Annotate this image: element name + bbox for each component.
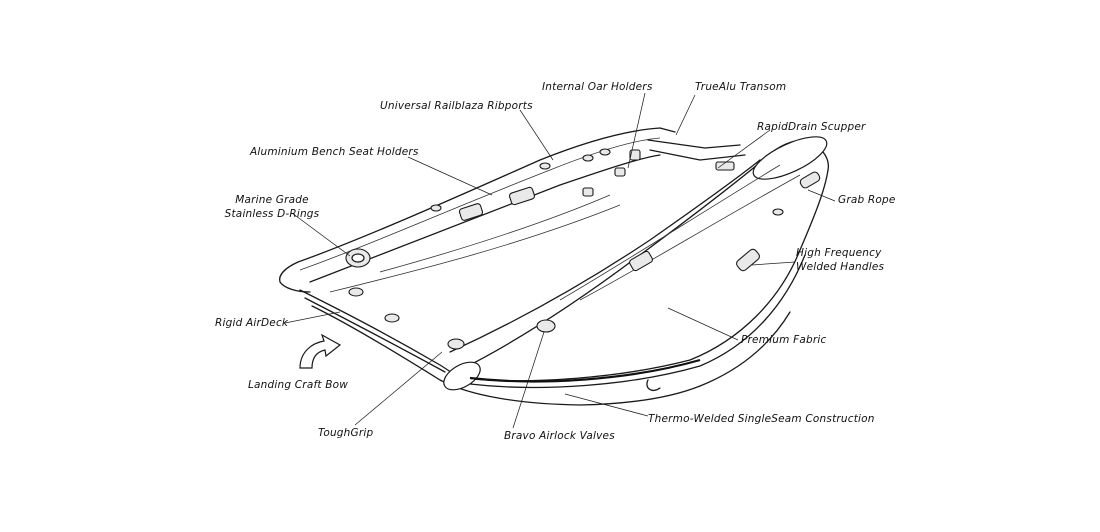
label-grab-rope: Grab Rope — [838, 194, 896, 206]
label-marine-grade-line2: Stainless D-Rings — [224, 208, 320, 220]
boat-hull — [279, 127, 830, 406]
label-marine-grade-line1: Marine Grade — [235, 194, 309, 206]
label-truealu-transom: TrueAlu Transom — [695, 81, 787, 93]
label-rapiddrain-scupper: RapidDrain Scupper — [757, 121, 866, 133]
label-high-frequency-welded-handles: High Frequency Welded Handles — [796, 246, 884, 274]
fittings — [345, 148, 821, 350]
bow-arrow — [299, 333, 342, 369]
label-premium-fabric: Premium Fabric — [741, 334, 827, 346]
label-internal-oar-holders: Internal Oar Holders — [542, 81, 653, 93]
label-universal-railblaza-ribports: Universal Railblaza Ribports — [380, 100, 533, 112]
label-high-frequency-line2: Welded Handles — [796, 261, 885, 273]
label-high-frequency-line1: High Frequency — [796, 247, 882, 259]
label-landing-craft-bow: Landing Craft Bow — [248, 379, 349, 391]
label-toughgrip: ToughGrip — [318, 427, 374, 439]
leader-lines — [284, 92, 836, 429]
label-thermo-welded-singleseam: Thermo-Welded SingleSeam Construction — [648, 413, 875, 425]
label-aluminium-bench-seat-holders: Aluminium Bench Seat Holders — [250, 146, 419, 158]
label-marine-grade-d-rings: Marine Grade Stainless D-Rings — [222, 193, 322, 221]
label-rigid-airdeck: Rigid AirDeck — [215, 317, 289, 329]
label-bravo-airlock-valves: Bravo Airlock Valves — [504, 430, 615, 442]
